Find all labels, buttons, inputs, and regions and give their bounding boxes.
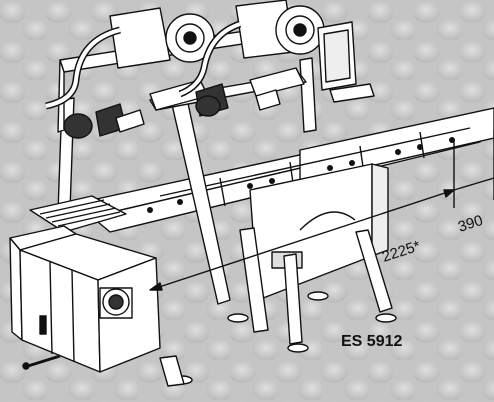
dimension-label-extension: 390	[456, 212, 485, 236]
control-monitor	[317, 21, 375, 103]
model-label: ES 5912	[341, 333, 402, 350]
front-housing	[9, 225, 185, 387]
dimension-lines	[149, 130, 494, 291]
labeling-head-right	[178, 0, 325, 117]
infeed-rollers	[29, 195, 127, 233]
